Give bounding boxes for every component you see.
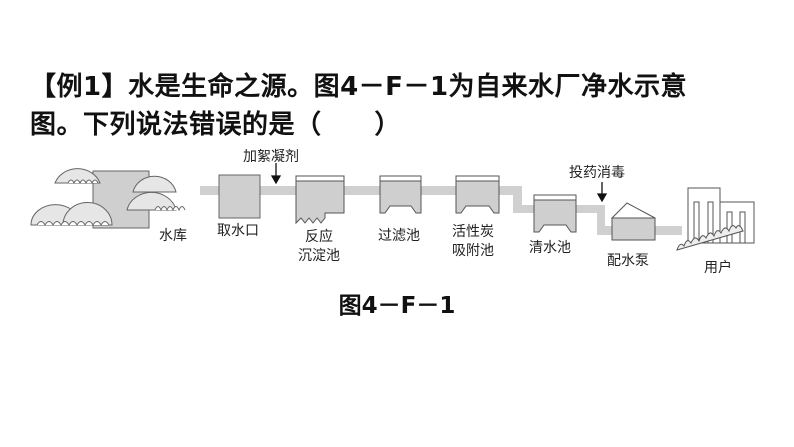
question-line-1: 【例1】水是生命之源。图4－F－1为自来水厂净水示意 bbox=[30, 72, 688, 102]
buildings bbox=[676, 187, 755, 251]
clear-water-tank bbox=[533, 194, 577, 233]
carbon-label-2: 吸附池 bbox=[452, 243, 494, 259]
pipe bbox=[200, 186, 682, 235]
arrows bbox=[270, 163, 608, 203]
coagulant-label: 加絮凝剂 bbox=[243, 149, 299, 165]
intake-label: 取水口 bbox=[217, 223, 259, 239]
pump-label: 配水泵 bbox=[607, 253, 649, 269]
intake-box bbox=[218, 174, 261, 219]
question-line-2: 图。下列说法错误的是（ ） bbox=[30, 110, 402, 140]
clear-water-label: 清水池 bbox=[529, 240, 571, 256]
disinfect-label: 投药消毒 bbox=[569, 165, 625, 181]
reaction-label-1: 反应 bbox=[305, 229, 333, 245]
reservoir-label: 水库 bbox=[159, 228, 187, 244]
pump-house bbox=[610, 202, 656, 241]
filter-label: 过滤池 bbox=[378, 228, 420, 244]
reaction-label-2: 沉淀池 bbox=[298, 248, 340, 264]
reservoir bbox=[30, 168, 186, 229]
carbon-label-1: 活性炭 bbox=[452, 224, 494, 240]
figure-caption: 图4－F－1 bbox=[338, 293, 456, 319]
filter-tank bbox=[379, 175, 422, 214]
carbon-tank bbox=[455, 175, 500, 214]
user-label: 用户 bbox=[704, 260, 732, 276]
reaction-tank bbox=[295, 175, 345, 225]
